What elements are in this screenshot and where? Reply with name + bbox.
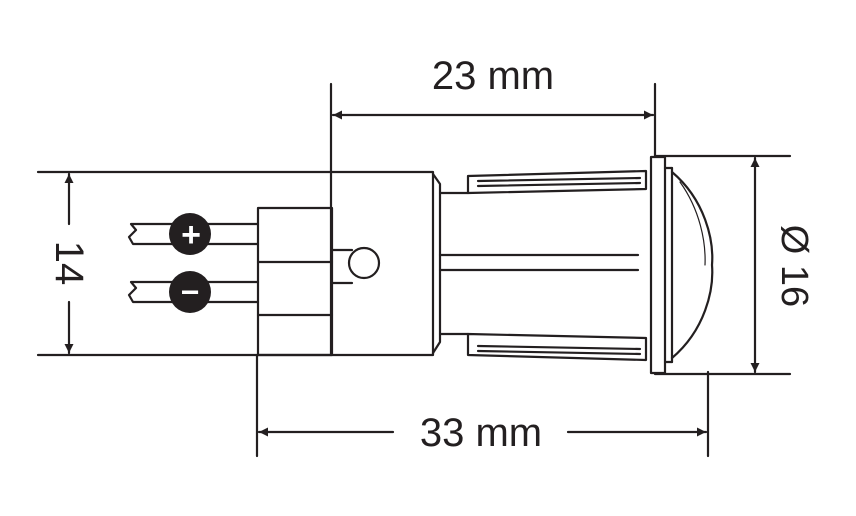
lens-dome <box>670 170 714 360</box>
lens-highlight <box>679 181 706 266</box>
positive-terminal-symbol: + <box>181 216 201 254</box>
upper-clip-spring <box>466 169 648 195</box>
wires <box>127 222 260 304</box>
dimension-label-left: 14 <box>47 241 91 286</box>
positive-terminal-badge: + <box>169 213 211 255</box>
negative-terminal-symbol: − <box>181 274 200 310</box>
main-housing <box>329 170 640 357</box>
latch-detail <box>330 246 381 285</box>
negative-terminal-badge: − <box>169 271 211 313</box>
dimension-label-bottom: 33 mm <box>420 411 542 455</box>
dimension-label-top: 23 mm <box>432 54 554 98</box>
dimension-label-right: Ø 16 <box>773 225 815 307</box>
front-bezel <box>649 155 674 375</box>
lower-clip-spring <box>466 332 648 362</box>
connector-body <box>256 206 334 357</box>
extension-lines <box>36 82 792 458</box>
